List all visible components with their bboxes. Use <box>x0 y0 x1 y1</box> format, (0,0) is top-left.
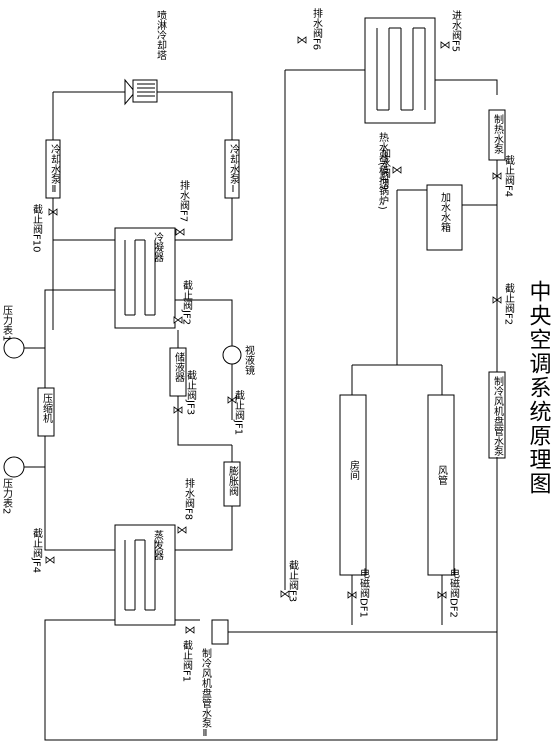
valve-jf1-label: 截止阀JF1 <box>233 389 245 435</box>
chilled-water-loop <box>44 70 498 741</box>
valve-f6-label: 排水阀F6 <box>311 7 323 50</box>
cooling-pump-1-label: 冷却水泵Ⅰ <box>228 143 240 195</box>
room-and-duct: 房间 风管 <box>339 190 455 625</box>
fill-tank-label: 加水水箱 <box>439 192 451 233</box>
spray-tower: 喷淋冷却塔 <box>124 10 167 106</box>
sight-glass: 视液镜 <box>222 344 255 376</box>
chiller-pump-2-label: 制冷风机盘管水泵Ⅱ <box>200 647 212 739</box>
receiver-label: 储液器 <box>173 351 185 383</box>
sight-glass-label: 视液镜 <box>243 344 255 376</box>
valve-f1-label: 截止阀F1 <box>181 639 193 682</box>
valve-f8-icon <box>177 526 187 534</box>
valve-jf3-label: 截止阀JF3 <box>185 369 197 415</box>
valve-f3-label: 截止阀F3 <box>287 559 299 602</box>
receiver: 储液器 <box>169 347 187 397</box>
spray-tower-label: 喷淋冷却塔 <box>155 10 167 61</box>
valve-jf4-icon <box>45 556 55 564</box>
valve-f2-label: 截止阀F2 <box>503 282 515 325</box>
chiller-pump-1: 制冷风机盘管水泵Ⅰ <box>488 371 506 467</box>
valve-f4-label: 截止阀F4 <box>503 154 515 197</box>
condenser-label: 冷凝器 <box>152 231 164 263</box>
valve-f9-icon <box>392 166 402 174</box>
evaporator-label: 蒸发器 <box>152 530 164 561</box>
valve-jf4-label: 截止阀JF4 <box>31 527 43 573</box>
valve-f5-icon <box>440 41 450 49</box>
compressor: 压缩机 <box>37 387 55 437</box>
refrigerant-loop <box>44 289 233 551</box>
heating-pump-label: 制热水泵 <box>492 113 504 154</box>
compressor-label: 压缩机 <box>41 393 53 424</box>
valve-f1-icon <box>185 626 195 634</box>
pressure-gauge-1: 压力表1 <box>1 305 45 359</box>
pressure-gauge-2-label: 压力表2 <box>1 478 13 515</box>
water-heater-label: 热水器(模拟锅炉) <box>377 131 389 210</box>
valve-f6-icon <box>297 36 307 44</box>
valve-f10-label: 截止阀F10 <box>31 203 43 253</box>
diagram-title: 中央空调系统原理图 <box>526 280 552 496</box>
valve-f5-label: 进水阀F5 <box>450 10 462 52</box>
valve-f7-icon <box>175 228 185 236</box>
heating-pump: 制热水泵 <box>488 109 506 161</box>
room-box <box>339 394 367 576</box>
valve-f7-label: 排水阀F7 <box>178 179 190 222</box>
air-duct-box <box>427 394 455 576</box>
pressure-gauge-2: 压力表2 <box>1 456 45 515</box>
fill-tank: 加水水箱 <box>426 184 463 251</box>
room-label: 房间 <box>348 459 360 481</box>
chiller-pump-2: 制冷风机盘管水泵Ⅱ <box>200 619 229 739</box>
expansion-valve-label: 膨胀阀 <box>227 465 239 497</box>
pressure-gauge-1-label: 压力表1 <box>1 305 13 342</box>
expansion-valve: 膨胀阀 <box>223 461 241 507</box>
valve-f8-label: 排水阀F8 <box>183 477 195 520</box>
valve-df1-label: 电磁阀DF1 <box>358 567 370 618</box>
valve-df2-label: 电磁阀DF2 <box>448 567 460 618</box>
evaporator: 蒸发器 <box>114 524 176 626</box>
cooling-pump-2: 冷却水泵Ⅱ <box>45 139 61 199</box>
cooling-pump-2-label: 冷却水泵Ⅱ <box>49 143 61 195</box>
valve-jf2-label: 截止阀JF2 <box>181 279 193 325</box>
valve-f9-label: 加水阀F9 <box>379 148 391 190</box>
chiller-pump-1-label: 制冷风机盘管水泵Ⅰ <box>492 375 504 467</box>
air-duct-label: 风管 <box>436 465 448 486</box>
water-heater: 热水器(模拟锅炉) <box>364 17 436 210</box>
condenser: 冷凝器 <box>114 227 176 329</box>
cooling-pump-1: 冷却水泵Ⅰ <box>224 139 240 199</box>
